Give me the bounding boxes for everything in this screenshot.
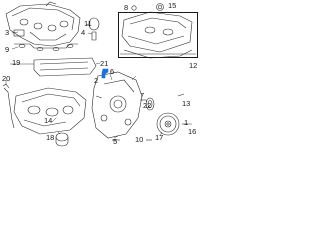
- leader-lines: [5, 23, 192, 139]
- callout-5: 5: [113, 137, 118, 146]
- callout-7: 7: [140, 91, 145, 100]
- callout-21: 21: [100, 59, 109, 68]
- callout-15: 15: [168, 1, 177, 10]
- callout-4: 4: [81, 28, 86, 37]
- callout-12: 12: [189, 61, 198, 70]
- callout-6: 6: [110, 67, 115, 76]
- callout-18: 18: [46, 133, 55, 142]
- callout-8: 8: [124, 3, 129, 12]
- callout-16: 16: [188, 127, 197, 136]
- oil-filter-drawing: [55, 132, 69, 147]
- callout-10: 10: [135, 135, 144, 144]
- callout-11: 11: [84, 19, 92, 28]
- valve-cover-inset-box: [118, 12, 198, 58]
- dipstick-drawing: [2, 83, 15, 129]
- callout-20: 20: [2, 74, 11, 83]
- callout-1: 1: [184, 118, 189, 127]
- engine-block-drawing: [13, 87, 87, 135]
- callout-3: 3: [5, 28, 10, 37]
- callout-9: 9: [5, 45, 10, 54]
- oil-pan-gasket-drawing: [33, 57, 97, 77]
- seal-drawing: [145, 97, 155, 111]
- intake-gasket-drawing: [14, 43, 78, 51]
- intake-manifold-drawing: [5, 1, 81, 47]
- callout-14: 14: [44, 116, 53, 125]
- callout-22: 22: [143, 101, 152, 110]
- crank-pulley-drawing: [156, 112, 188, 136]
- callout-2: 2: [94, 76, 99, 85]
- callout-13: 13: [182, 99, 191, 108]
- highlighted-part: [101, 68, 109, 79]
- callout-19: 19: [12, 58, 21, 67]
- timing-cover-drawing: [91, 71, 146, 139]
- callout-17: 17: [155, 133, 164, 142]
